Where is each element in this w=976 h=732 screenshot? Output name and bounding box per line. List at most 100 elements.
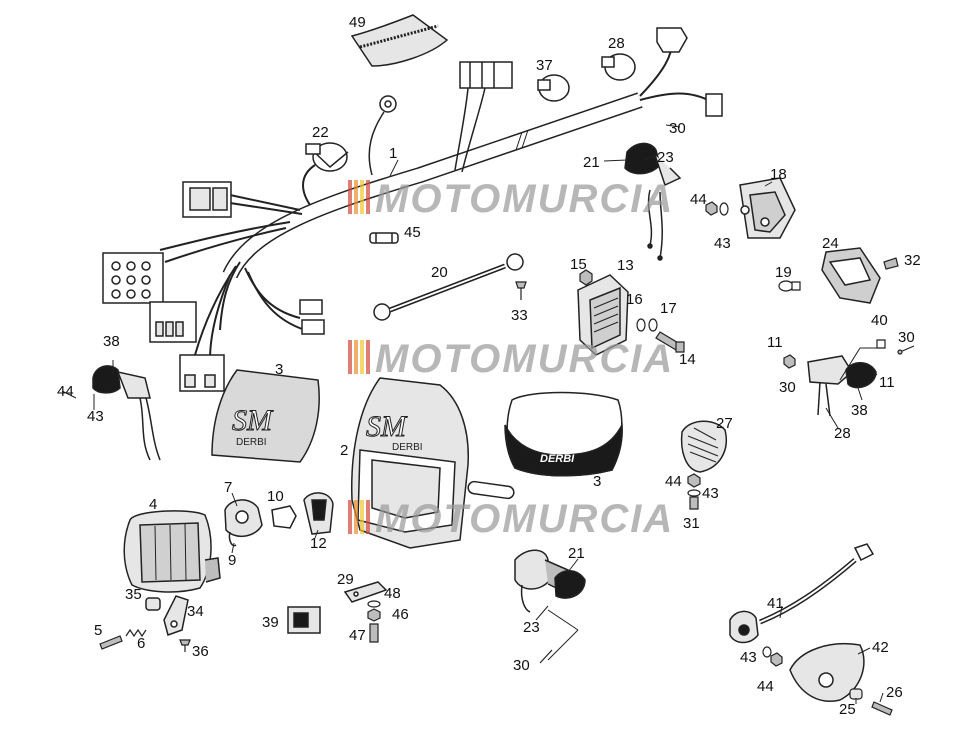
number-plate-right: DERBI [505, 393, 622, 476]
decal-brand-text-left: DERBI [236, 437, 267, 448]
nut-44-washer-43-tail [706, 202, 728, 215]
part-label: 11 [879, 374, 895, 391]
nut-15 [580, 270, 592, 285]
fairing-decal-left: SM DERBI [212, 370, 319, 462]
bracket-34 [164, 596, 188, 635]
connector-9pin [103, 253, 163, 303]
part-label: 30 [669, 120, 686, 137]
part-label: 4 [149, 496, 157, 513]
spring-6 [126, 630, 146, 636]
part-label: 44 [690, 191, 707, 208]
bracket-29 [345, 582, 386, 602]
license-plate-light [822, 248, 880, 303]
headlight-fairing: SM DERBI [352, 378, 469, 548]
part-label: 44 [665, 473, 682, 490]
relay-39 [288, 607, 320, 633]
part-label: 29 [337, 571, 354, 588]
part-label: 43 [714, 235, 731, 252]
screw-36 [180, 640, 190, 652]
halogen-bulb-12 [304, 493, 333, 534]
spring-clip-10 [272, 506, 296, 528]
ring-terminal-top [369, 96, 396, 175]
part-label: 21 [568, 545, 585, 562]
part-label: 44 [57, 383, 74, 400]
screw-33 [516, 282, 526, 300]
watermark-text-top: MOTOMURCIA [375, 177, 674, 221]
part-label: 38 [103, 333, 120, 350]
handlebar-pad [352, 15, 447, 66]
connector-bottom [180, 355, 224, 391]
connector-6pin-large [183, 182, 231, 217]
part-label: 18 [770, 166, 787, 183]
part-label: 16 [626, 291, 643, 308]
cable-tie-28-top [602, 54, 635, 80]
part-label: 21 [583, 154, 600, 171]
part-label: 37 [536, 57, 553, 74]
part-label: 3 [275, 361, 283, 378]
part-label: 6 [137, 635, 145, 652]
part-label: 15 [570, 256, 587, 273]
bulb-holder [225, 500, 262, 546]
part-label: 13 [617, 257, 634, 274]
part-label: 17 [660, 300, 677, 317]
part-label: 11 [767, 334, 783, 351]
ground-cable [374, 254, 523, 320]
screw-5 [100, 636, 122, 649]
part-label: 41 [767, 595, 784, 612]
part-label: 30 [898, 329, 915, 346]
part-label: 36 [192, 643, 209, 660]
decal-sm-text-fairing: SM [366, 410, 408, 443]
part-label: 33 [511, 307, 528, 324]
leader-lines [61, 124, 884, 704]
decal-sm-text-left: SM [232, 404, 274, 437]
cable-tie-37 [538, 75, 569, 101]
part-label: 46 [392, 606, 409, 623]
watermark-text-bottom: MOTOMURCIA [375, 497, 674, 541]
horn [682, 421, 727, 472]
bolt-14 [656, 332, 684, 352]
part-label: 2 [340, 442, 348, 459]
screw-30-right [898, 346, 914, 354]
part-label: 24 [822, 235, 839, 252]
spacer-35 [146, 598, 160, 610]
part-label: 12 [310, 535, 327, 552]
part-label: 32 [904, 252, 921, 269]
speedometer-cable [730, 544, 873, 643]
front-indicator-top [625, 143, 680, 260]
part-label: 40 [871, 312, 888, 329]
clip-40 [877, 340, 885, 348]
spacer-25 [850, 689, 862, 699]
part-label: 25 [839, 701, 856, 718]
part-label: 43 [702, 485, 719, 502]
decal-brand-text-plate: DERBI [540, 453, 575, 465]
part-label: 9 [228, 552, 236, 569]
rubber-strap [467, 481, 514, 499]
part-label: 5 [94, 622, 102, 639]
part-label: 22 [312, 124, 329, 141]
cable-tie-22 [306, 143, 348, 171]
washer-43-right [784, 355, 795, 368]
part-label: 23 [523, 619, 540, 636]
connector-right-top [657, 28, 722, 116]
part-label: 10 [267, 488, 284, 505]
headlight-unit [124, 511, 220, 592]
part-label: 44 [757, 678, 774, 695]
part-label: 28 [834, 425, 851, 442]
part-label: 34 [187, 603, 204, 620]
part-label: 47 [349, 627, 366, 644]
part-label: 19 [775, 264, 792, 281]
horn-fasteners [688, 474, 700, 509]
part-label: 27 [716, 415, 733, 432]
part-label: 30 [513, 657, 530, 674]
part-label: 26 [886, 684, 903, 701]
fuse [370, 233, 398, 243]
watermark-top: MOTOMURCIA [348, 177, 674, 221]
part-label: 30 [779, 379, 796, 396]
part-label: 43 [87, 408, 104, 425]
decal-brand-text-fairing: DERBI [392, 442, 423, 453]
tail-light [740, 178, 795, 238]
bulb-19 [779, 281, 800, 291]
part-label: 48 [384, 585, 401, 602]
connector-4pin [150, 302, 196, 342]
part-label: 3 [593, 473, 601, 490]
